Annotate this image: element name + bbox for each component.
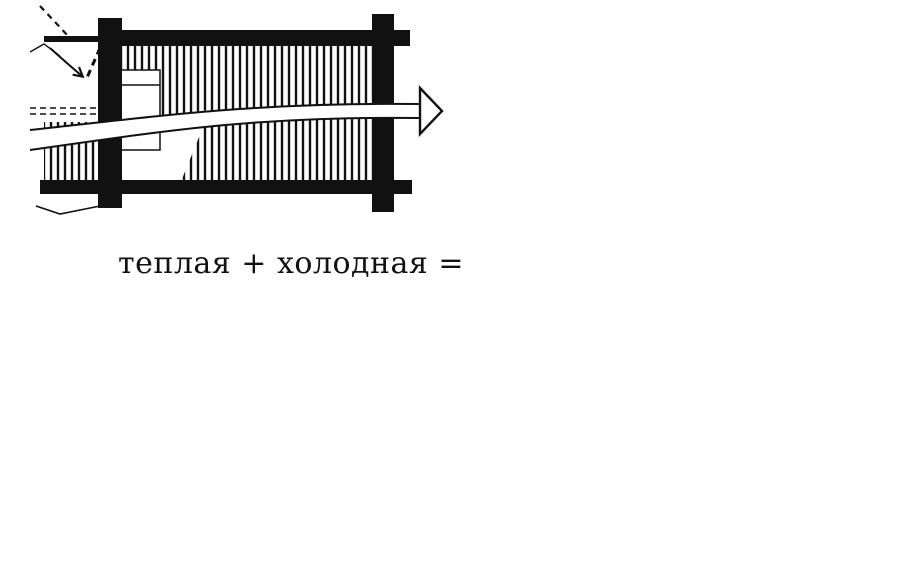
eave — [44, 36, 104, 42]
diagram-warm — [29, 5, 444, 215]
equals-sign: = — [438, 246, 465, 281]
term-warm: теплая — [118, 246, 232, 281]
ceiling — [98, 30, 410, 46]
plus-sign: + — [241, 246, 267, 281]
equation-caption: теплая + холодная = — [118, 246, 464, 281]
term-cold: холодная — [276, 246, 429, 281]
floor — [40, 180, 412, 194]
left-wall — [98, 18, 122, 208]
